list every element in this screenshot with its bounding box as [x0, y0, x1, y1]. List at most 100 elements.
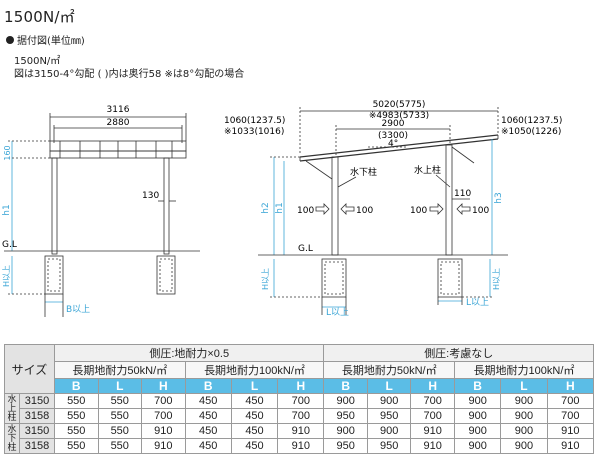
value-cell: 700 [141, 408, 186, 424]
column-header: H [410, 378, 455, 394]
value-cell: 450 [230, 393, 279, 409]
side-right-overhang-8deg: ※1050(1226) [501, 127, 561, 137]
value-cell: 550 [97, 438, 142, 454]
sub-header-1: 長期地耐力50kN/㎡ [54, 361, 186, 379]
pillar-up-label: 水上柱 [4, 393, 20, 424]
sub-header-2: 長期地耐力100kN/㎡ [184, 361, 325, 379]
value-cell: 700 [410, 408, 455, 424]
value-cell: 450 [184, 438, 232, 454]
pillar-low-label: 水下柱 [350, 166, 377, 178]
page-title: 1500N/㎡ [4, 8, 75, 26]
value-cell: 550 [54, 438, 99, 454]
front-view-diagram: 3116 2880 160 130 h1 G.L H以上 B以上 [2, 105, 200, 317]
value-cell: 900 [453, 408, 502, 424]
column-header: L [366, 378, 412, 394]
figure-note: 図は3150-4°勾配 ( )内は奥行58 ※は8°勾配の場合 [14, 69, 245, 80]
value-cell: 900 [453, 438, 502, 454]
front-pillar-right [163, 157, 170, 255]
value-cell: 700 [546, 408, 595, 424]
column-header: H [141, 378, 186, 394]
side-h1-label: h1 [275, 202, 285, 213]
table-row: 3158 550 550 910 450 450 910 950 950 910… [5, 438, 595, 454]
side-roof-bottom [299, 138, 499, 162]
value-cell: 700 [410, 393, 455, 409]
value-cell: 550 [97, 408, 142, 424]
value-cell: 450 [184, 423, 232, 439]
side-h2-label: h2 [261, 202, 271, 213]
value-cell: 910 [410, 423, 455, 439]
side-foundation-high [437, 258, 463, 298]
value-cell: 900 [500, 423, 548, 439]
value-cell: 900 [323, 393, 368, 409]
front-b-min-label: B以上 [66, 304, 90, 315]
side-span-58: (3300) [378, 131, 408, 141]
size-header: サイズ [4, 344, 55, 394]
column-header: L [500, 378, 548, 394]
value-cell: 450 [230, 438, 279, 454]
side-total-length-8deg: ※4983(5733) [369, 111, 429, 121]
value-cell: 950 [323, 438, 368, 454]
table-row: 水下柱 3150 550 550 910 450 450 910 900 900… [4, 423, 595, 454]
value-cell: 910 [277, 438, 325, 454]
side-h3-label: h3 [494, 192, 504, 203]
foundation-size-table: サイズ 側圧:地耐力×0.5 側圧:考慮なし 長期地耐力50kN/㎡ 長期地耐力… [4, 344, 595, 454]
size-cell: 3150 [19, 393, 55, 409]
side-left-overhang: 1060(1237.5) [224, 116, 285, 126]
front-foundation-left [44, 255, 64, 295]
section-heading: 据付図(単位㎜) [6, 32, 85, 47]
value-cell: 900 [323, 423, 368, 439]
value-cell: 550 [54, 393, 99, 409]
column-header: H [546, 378, 595, 394]
pillar-high-label: 水上柱 [414, 164, 441, 176]
value-cell: 900 [500, 393, 548, 409]
group-header-2: 側圧:考慮なし [323, 344, 594, 362]
value-cell: 900 [453, 393, 502, 409]
value-cell: 700 [277, 393, 325, 409]
value-cell: 450 [184, 408, 232, 424]
value-cell: 950 [323, 408, 368, 424]
side-gl-label: G.L [298, 244, 313, 254]
load-note: 1500N/㎡ [14, 56, 61, 67]
side-foundation-low [321, 258, 347, 298]
dim-100-l1: 100 [297, 206, 314, 216]
front-roof-height: 160 [3, 145, 12, 160]
value-cell: 900 [366, 423, 412, 439]
value-cell: 950 [366, 438, 412, 454]
table-row: 3158 550 550 700 450 450 700 950 950 700… [5, 408, 595, 424]
sub-header-4: 長期地耐力100kN/㎡ [453, 361, 595, 379]
value-cell: 550 [54, 423, 99, 439]
column-header: B [453, 378, 502, 394]
dim-100-r1: 100 [356, 206, 373, 216]
value-cell: 910 [410, 438, 455, 454]
size-cell: 3150 [19, 423, 55, 439]
value-cell: 900 [366, 393, 412, 409]
column-header: B [184, 378, 232, 394]
arrow-right-icon [315, 203, 330, 215]
value-cell: 700 [141, 393, 186, 409]
value-cell: 900 [500, 438, 548, 454]
value-cell: 550 [97, 393, 142, 409]
value-cell: 450 [230, 423, 279, 439]
value-cell: 450 [184, 393, 232, 409]
side-left-overhang-8deg: ※1033(1016) [224, 127, 284, 137]
table-row: 水上柱 3150 550 550 700 450 450 700 900 900… [4, 393, 595, 424]
value-cell: 910 [546, 423, 595, 439]
column-header: B [323, 378, 368, 394]
front-width-inner: 2880 [107, 118, 130, 128]
front-dim-130: 130 [142, 191, 159, 201]
dim-100-r2: 100 [472, 206, 489, 216]
side-l-min-right: L以上 [466, 297, 489, 308]
group-header-1: 側圧:地耐力×0.5 [53, 344, 325, 362]
arrow-left-icon [456, 203, 471, 215]
side-l-min-left: L以上 [326, 307, 349, 318]
side-dim-110: 110 [454, 189, 471, 199]
value-cell: 910 [141, 438, 186, 454]
column-header: H [277, 378, 325, 394]
dim-100-l2: 100 [410, 206, 427, 216]
front-h-min-label: H以上 [2, 265, 11, 287]
side-h-min-right: H以上 [492, 268, 501, 290]
side-angle: 4° [388, 139, 398, 149]
value-cell: 550 [54, 408, 99, 424]
sub-header-3: 長期地耐力50kN/㎡ [323, 361, 455, 379]
value-cell: 450 [230, 408, 279, 424]
